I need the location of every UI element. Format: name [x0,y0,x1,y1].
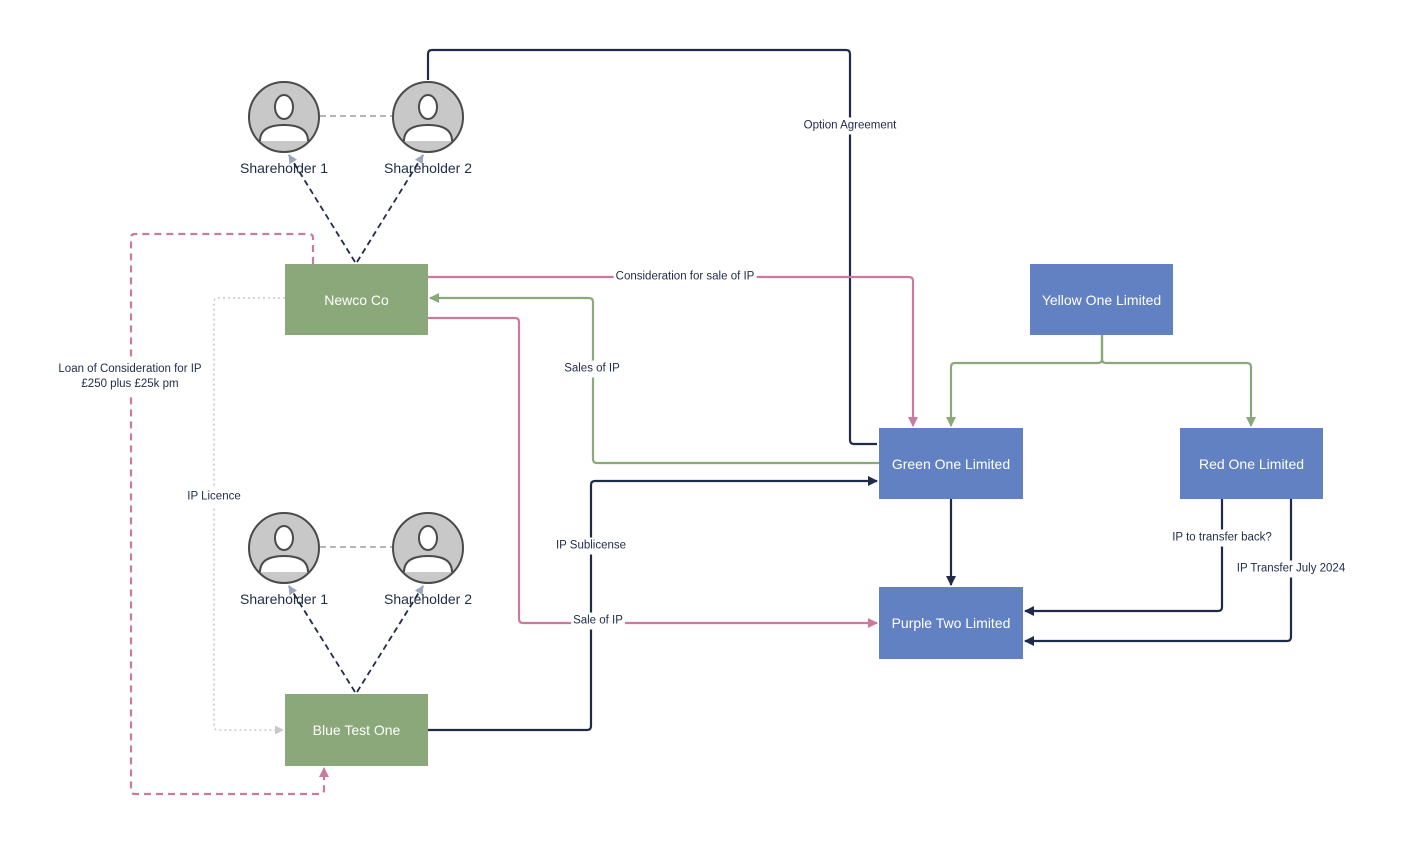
edge-consideration [428,275,918,427]
node-red-one[interactable]: Red One Limited [1180,428,1323,499]
label-sales-of-ip: Sales of IP [562,360,622,378]
shareholder-1-top-icon[interactable] [247,80,321,154]
edge-yellow-to-green [946,334,1104,427]
label-loan-line-1: Loan of Consideration for IP [58,363,202,375]
label-ip-sublicense: IP Sublicense [553,537,629,555]
edge-yellow-to-red [1100,334,1256,427]
edge-ip-transfer-july [1024,499,1293,646]
shareholder-2-bottom-icon[interactable] [391,511,465,585]
node-green-one[interactable]: Green One Limited [879,428,1023,499]
edge-sale-of-ip [428,316,878,628]
edge-ip-transfer-back [1024,499,1224,616]
shareholder-2-top-icon[interactable] [391,80,465,154]
shareholder-1-top-label: Shareholder 1 [240,160,328,176]
node-purple-two[interactable]: Purple Two Limited [879,587,1023,659]
label-loan-line-2: £250 plus £25k pm [81,378,179,390]
label-loan-consideration: Loan of Consideration for IP £250 plus £… [56,361,204,393]
edge-ip-sublicense [428,476,878,732]
edge-newco-to-shareholder-2 [356,154,424,263]
label-sale-of-ip: Sale of IP [571,612,625,630]
shareholder-1-bottom-label: Shareholder 1 [240,591,328,607]
label-option-agreement: Option Agreement [801,117,899,135]
node-newco[interactable]: Newco Co [285,264,428,335]
node-yellow-one[interactable]: Yellow One Limited [1030,264,1173,335]
shareholder-1-bottom-icon[interactable] [247,511,321,585]
edge-sales-of-ip [429,293,879,465]
edge-newco-to-shareholder-1 [288,154,356,263]
edge-ip-licence [213,297,285,735]
edge-bluetest-to-shareholder-1 [288,585,356,693]
edge-option-agreement [426,48,877,446]
label-ip-licence: IP Licence [185,488,243,506]
shareholder-2-top-label: Shareholder 2 [384,160,472,176]
label-ip-transfer-back: IP to transfer back? [1170,529,1274,547]
edge-loan-consideration [129,232,329,796]
shareholder-2-bottom-label: Shareholder 2 [384,591,472,607]
label-consideration: Consideration for sale of IP [613,268,757,286]
node-blue-test-one[interactable]: Blue Test One [285,694,428,766]
label-ip-transfer-july: IP Transfer July 2024 [1234,560,1348,578]
edge-bluetest-to-shareholder-2 [356,585,424,693]
